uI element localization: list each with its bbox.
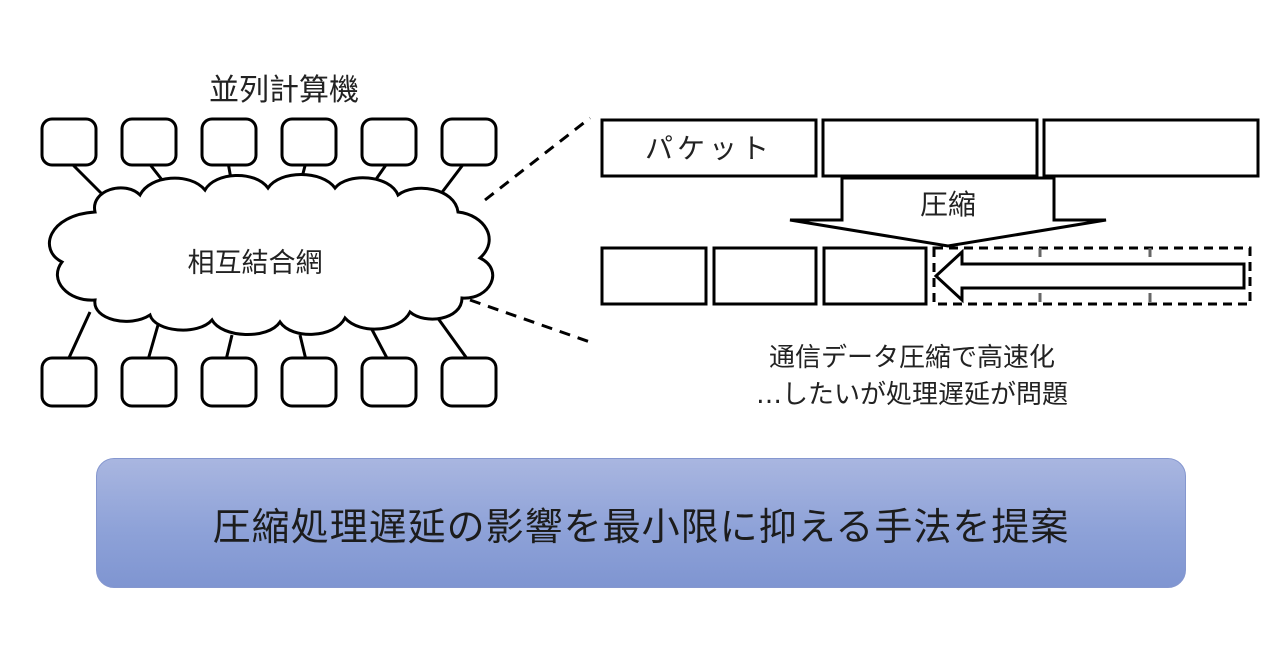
caption-line2: …したいが処理遅延が問題: [756, 380, 1068, 410]
bottom-nodes: [40, 356, 498, 408]
node-box: [120, 356, 178, 408]
compressed-box: [712, 246, 818, 306]
node-box: [280, 356, 338, 408]
node-box: [200, 356, 258, 408]
node-box: [280, 117, 338, 167]
compress-arrow: [789, 176, 1107, 248]
node-box: [120, 117, 178, 167]
packet-box: [821, 118, 1039, 178]
compressed-row: [600, 246, 928, 306]
compressed-box: [600, 246, 708, 306]
proposal-text: 圧縮処理遅延の影響を最小限に抑える手法を提案: [212, 504, 1070, 549]
proposal-box: 圧縮処理遅延の影響を最小限に抑える手法を提案: [96, 458, 1186, 588]
node-box: [360, 117, 418, 167]
packet-row: [600, 118, 1260, 178]
compress-label: 圧縮: [920, 188, 976, 221]
parallel-computer-diagram: 並列計算機 相互結合網: [40, 73, 1260, 410]
zoom-lines: [469, 116, 591, 344]
node-box: [360, 356, 418, 408]
packet-label: パケット: [645, 132, 773, 165]
computer-label: 並列計算機: [209, 73, 359, 108]
network-cloud: [47, 173, 495, 336]
shift-arrow: [933, 248, 1246, 304]
packet-box: [1042, 118, 1260, 178]
freed-space: [932, 246, 1252, 306]
top-nodes: [40, 117, 498, 167]
compressed-box: [822, 246, 928, 306]
node-box: [440, 117, 498, 167]
node-box: [40, 117, 98, 167]
caption-line1: 通信データ圧縮で高速化: [769, 343, 1055, 373]
node-box: [440, 356, 498, 408]
network-label: 相互結合網: [188, 248, 323, 279]
packet-box: [600, 118, 818, 178]
node-box: [200, 117, 258, 167]
freed-space-dividers: [1038, 248, 1152, 304]
node-box: [40, 356, 98, 408]
